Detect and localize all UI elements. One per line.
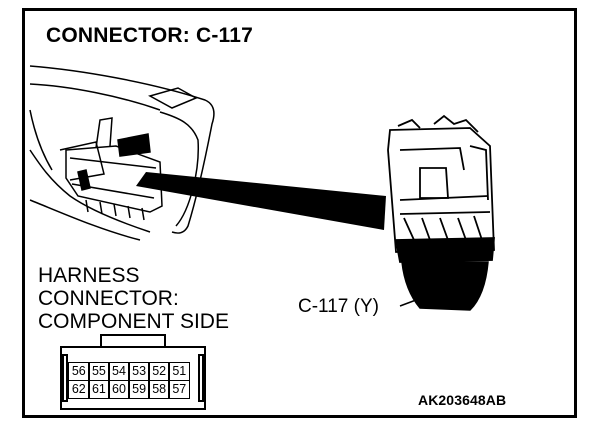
harness-line-1: HARNESS — [38, 264, 140, 287]
pin-cell: 56 — [68, 362, 90, 381]
pin-cell: 53 — [128, 362, 150, 381]
pin-cell: 61 — [88, 379, 110, 399]
harness-connector-caption: HARNESS CONNECTOR: COMPONENT SIDE — [38, 264, 229, 333]
ecu-drawing — [387, 114, 495, 263]
pin-cell: 62 — [68, 379, 90, 399]
callout-leader — [399, 299, 417, 307]
connector-pinout: 56 55 54 53 52 51 62 61 60 59 58 57 — [60, 334, 206, 410]
pin-row-bottom: 62 61 60 59 58 57 — [68, 379, 198, 399]
pin-cell: 55 — [88, 362, 110, 381]
connector-housing — [60, 346, 206, 410]
callout-arrow — [413, 269, 451, 302]
pin-cell: 58 — [148, 379, 170, 399]
harness-bundle — [401, 261, 489, 311]
diagram-title: CONNECTOR: C-117 — [46, 24, 254, 47]
pin-cell: 52 — [148, 362, 170, 381]
pin-row-top: 56 55 54 53 52 51 — [68, 362, 198, 381]
diagram-frame — [22, 8, 577, 418]
pin-cell: 54 — [108, 362, 130, 381]
pin-cell: 57 — [168, 379, 191, 399]
connector-right-guide — [198, 354, 204, 402]
pin-cell: 51 — [168, 362, 191, 381]
harness-line-3: COMPONENT SIDE — [38, 310, 229, 333]
connector-callout-label: C-117 (Y) — [298, 296, 379, 317]
figure-code: AK203648AB — [418, 392, 507, 408]
dashboard-drawing — [29, 65, 215, 241]
pin-grid: 56 55 54 53 52 51 62 61 60 59 58 57 — [68, 362, 198, 399]
pin-cell: 59 — [128, 379, 150, 399]
connector-left-guide — [62, 354, 68, 402]
pin-cell: 60 — [108, 379, 130, 399]
zoom-wedge — [136, 172, 386, 230]
harness-line-2: CONNECTOR: — [38, 287, 179, 310]
